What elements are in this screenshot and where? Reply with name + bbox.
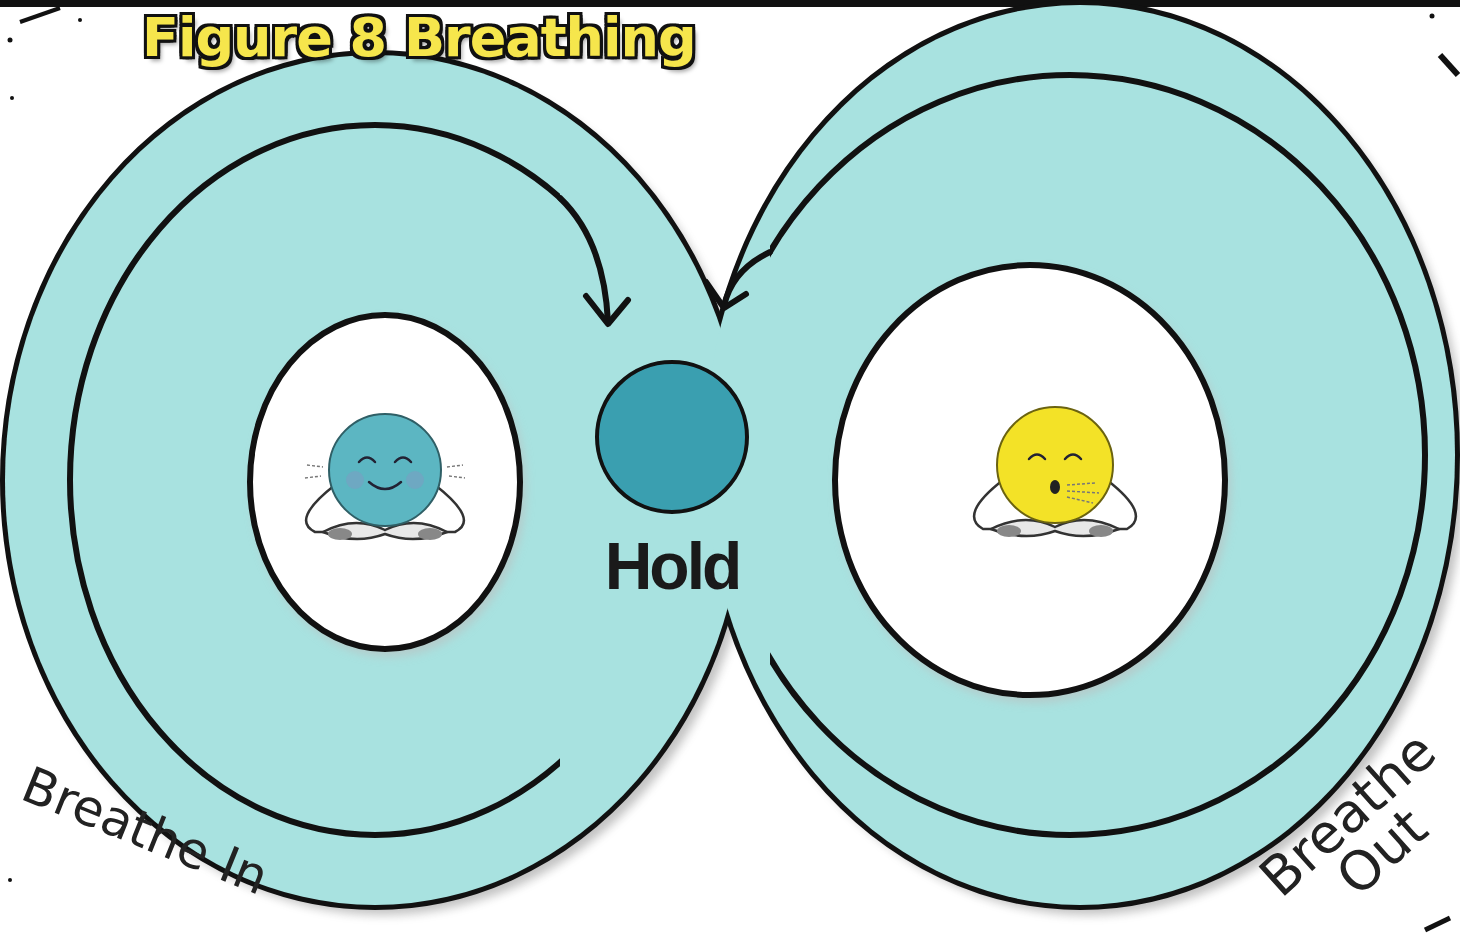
character-eyes (359, 458, 411, 463)
band-fill (705, 5, 1455, 905)
character-mouth (1050, 480, 1060, 494)
corner-mark (1440, 55, 1458, 75)
breathe-out-character (974, 407, 1136, 537)
corner-mark (20, 8, 60, 22)
character-blush (346, 471, 364, 489)
track-line (70, 125, 560, 835)
corner-dot (10, 96, 14, 100)
character-foot (418, 528, 442, 540)
inner-hole (835, 265, 1225, 695)
corner-dot (8, 878, 12, 882)
flow-arrow (724, 252, 770, 306)
character-foot (997, 525, 1021, 537)
character-eyes (1029, 455, 1081, 460)
corner-mark (1425, 918, 1450, 930)
inner-hole (250, 315, 520, 649)
corner-dot (1430, 14, 1435, 19)
frame-bar (0, 0, 1460, 7)
corner-dot (78, 18, 82, 22)
track-line (770, 75, 1425, 835)
corner-dot (8, 38, 13, 43)
arrow-head (586, 296, 628, 324)
arrow-head (706, 282, 746, 308)
character-face (329, 414, 441, 526)
character-blush (406, 471, 424, 489)
flow-arrow (560, 198, 608, 322)
character-foot (1089, 525, 1113, 537)
character-foot (328, 528, 352, 540)
node-label: Hold (574, 533, 770, 599)
breathe-in-character (305, 414, 465, 540)
character-smile (369, 482, 401, 489)
hold-circle: Hold (594, 359, 750, 629)
character-face (997, 407, 1113, 523)
hold-dot (597, 362, 747, 512)
band-outline (705, 5, 1455, 905)
circle-outline (594, 359, 750, 515)
diagram-title: Figure 8 Breathing (142, 6, 696, 69)
breath-lines (1067, 483, 1099, 503)
